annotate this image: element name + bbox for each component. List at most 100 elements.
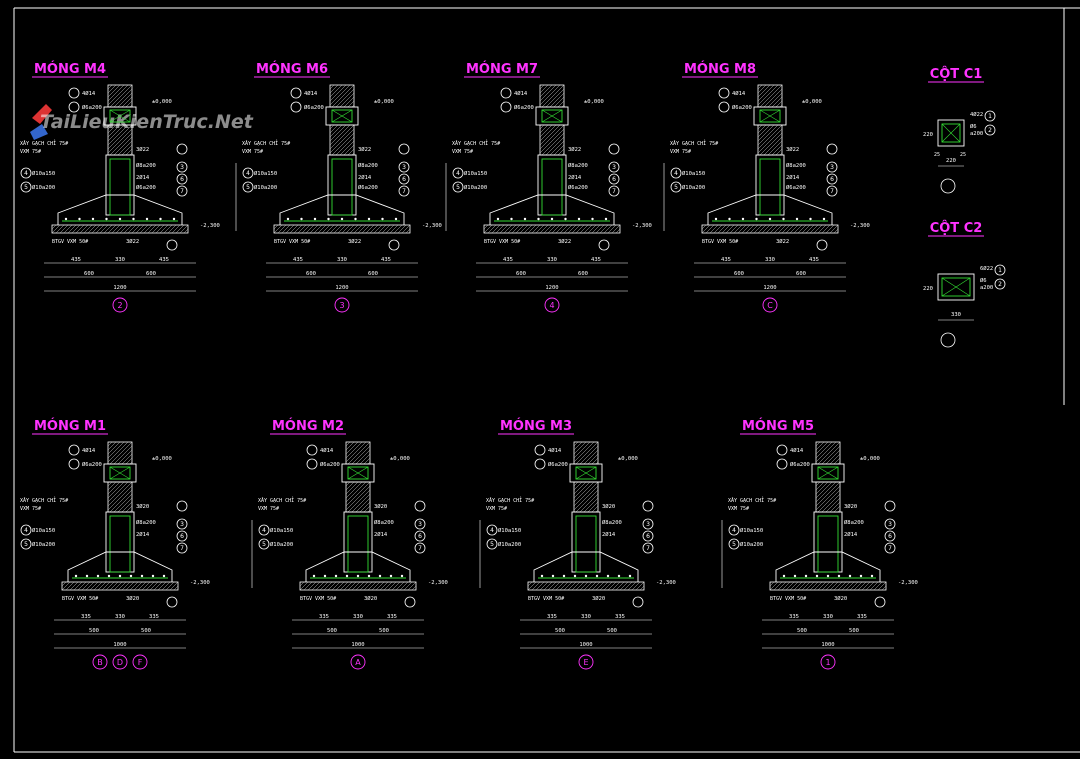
bubble-5: 5 — [242, 181, 254, 193]
dim-d3: 435 — [159, 257, 169, 263]
bubble-4-number: 4 — [262, 527, 266, 534]
rebar-dot — [96, 574, 100, 578]
label-8a200: Ø8a200 — [136, 519, 156, 526]
note-mortar: VXM 75# — [258, 506, 279, 512]
axis-label: E — [583, 658, 588, 667]
bubble-2-circle — [718, 101, 730, 113]
bubble-top-bars-circle — [884, 500, 896, 512]
axis-bubble: F — [132, 654, 148, 670]
bubble-4-circle — [670, 167, 682, 179]
bubble-3: 3 — [176, 518, 188, 530]
dim-half1: 600 — [516, 271, 526, 277]
bubble-7-number: 7 — [646, 545, 650, 552]
bubble-6-number: 6 — [830, 176, 834, 183]
bubble-1-circle — [290, 87, 302, 99]
bubble-4: 4 — [486, 524, 498, 536]
note-lean: BTGV VXM 50# — [528, 596, 564, 602]
rebar-dot — [389, 574, 393, 578]
beam-cross-2 — [817, 466, 839, 480]
wall-hatch-lower — [539, 124, 565, 156]
label-10a150: Ø10a150 — [498, 527, 521, 534]
label-10a200: Ø10a200 — [464, 184, 487, 191]
bubble-bottom-circle — [404, 596, 416, 608]
rebar-dot — [584, 574, 588, 578]
dim-d1: 435 — [71, 257, 81, 263]
footing-title: MÓNG M5 — [742, 418, 814, 434]
wall-hatch-lower — [329, 124, 355, 156]
rebar-dot — [64, 217, 68, 221]
dim-d3: 335 — [387, 614, 397, 620]
footing-pad — [533, 551, 639, 582]
label-10a150: Ø10a150 — [32, 527, 55, 534]
level-top: ±0,000 — [618, 456, 638, 462]
rebar-dot — [782, 217, 785, 221]
note-wall: XÂY GẠCH CHỈ 75# — [486, 496, 534, 504]
label-6a200: Ø6a200 — [82, 104, 102, 111]
column-bubble-1: 1 — [984, 110, 996, 122]
rebar-dot — [628, 574, 632, 578]
rebar-dot — [848, 574, 852, 578]
axis-bubble-circle — [92, 654, 108, 670]
bubble-4-circle — [728, 524, 740, 536]
lean-concrete — [483, 224, 621, 234]
label-6a200: Ø6a200 — [304, 104, 324, 111]
rebar-dot — [354, 217, 357, 221]
beam-stirrup — [331, 109, 353, 123]
rebar-dot — [394, 217, 398, 221]
bubble-7-number: 7 — [180, 188, 184, 195]
rebar-dot — [809, 217, 812, 221]
label-2d14: 2Ø14 — [136, 174, 150, 181]
bubble-1 — [776, 444, 788, 456]
bubble-4: 4 — [728, 524, 740, 536]
label-8a200: Ø8a200 — [844, 519, 864, 526]
rebar-dot — [356, 574, 360, 578]
level-top: ±0,000 — [152, 456, 172, 462]
bubble-3-number: 3 — [646, 521, 650, 528]
level-top: ±0,000 — [374, 99, 394, 105]
dim-d3: 435 — [809, 257, 819, 263]
watermark: TaiLieuKienTruc.Net — [30, 104, 254, 140]
pedestal-rebar — [759, 158, 781, 216]
dim-total: 1200 — [763, 285, 776, 291]
bubble-4-circle — [258, 524, 270, 536]
dim-d1: 335 — [81, 614, 91, 620]
label-2d14: 2Ø14 — [786, 174, 800, 181]
axis-bubble-circle — [112, 297, 128, 313]
bubble-4: 4 — [670, 167, 682, 179]
rebar-dot — [400, 574, 404, 578]
bubble-4-circle — [242, 167, 254, 179]
bubble-6: 6 — [176, 530, 188, 542]
level-bottom: -2,300 — [656, 580, 676, 586]
rebar-dot — [334, 574, 338, 578]
label-10a200: Ø10a200 — [682, 184, 705, 191]
bubble-6-number: 6 — [180, 176, 184, 183]
bubble-3-circle — [826, 161, 838, 173]
bubble-7-number: 7 — [402, 188, 406, 195]
label-2d14: 2Ø14 — [602, 531, 616, 538]
bubble-6-circle — [642, 530, 654, 542]
bubble-1 — [68, 444, 80, 456]
dim-d1: 435 — [293, 257, 303, 263]
axis-bubble: C — [762, 297, 778, 313]
bubble-5-circle — [258, 538, 270, 550]
rebar-dot — [782, 574, 786, 578]
bubble-2-circle — [776, 458, 788, 470]
bubble-4-number: 4 — [456, 170, 460, 177]
note-mortar: VXM 75# — [20, 149, 41, 155]
label-bottom-bars: 3Ø22 — [348, 238, 361, 245]
bubble-3-number: 3 — [888, 521, 892, 528]
bubble-4: 4 — [452, 167, 464, 179]
bubble-bottom-circle — [166, 596, 178, 608]
bubble-5-number: 5 — [24, 541, 28, 548]
bubble-7: 7 — [608, 185, 620, 197]
bubble-2-circle — [500, 101, 512, 113]
label-4d14: 4Ø14 — [790, 447, 804, 454]
note-lean: BTGV VXM 50# — [52, 239, 88, 245]
dim-total: 1000 — [821, 642, 834, 648]
bubble-3-number: 3 — [830, 164, 834, 171]
footing-title: MÓNG M8 — [684, 61, 756, 77]
label-8a200: Ø8a200 — [136, 162, 156, 169]
label-top-bars: 3Ø20 — [844, 503, 857, 510]
column-ties-label: Ø6 — [970, 123, 977, 130]
